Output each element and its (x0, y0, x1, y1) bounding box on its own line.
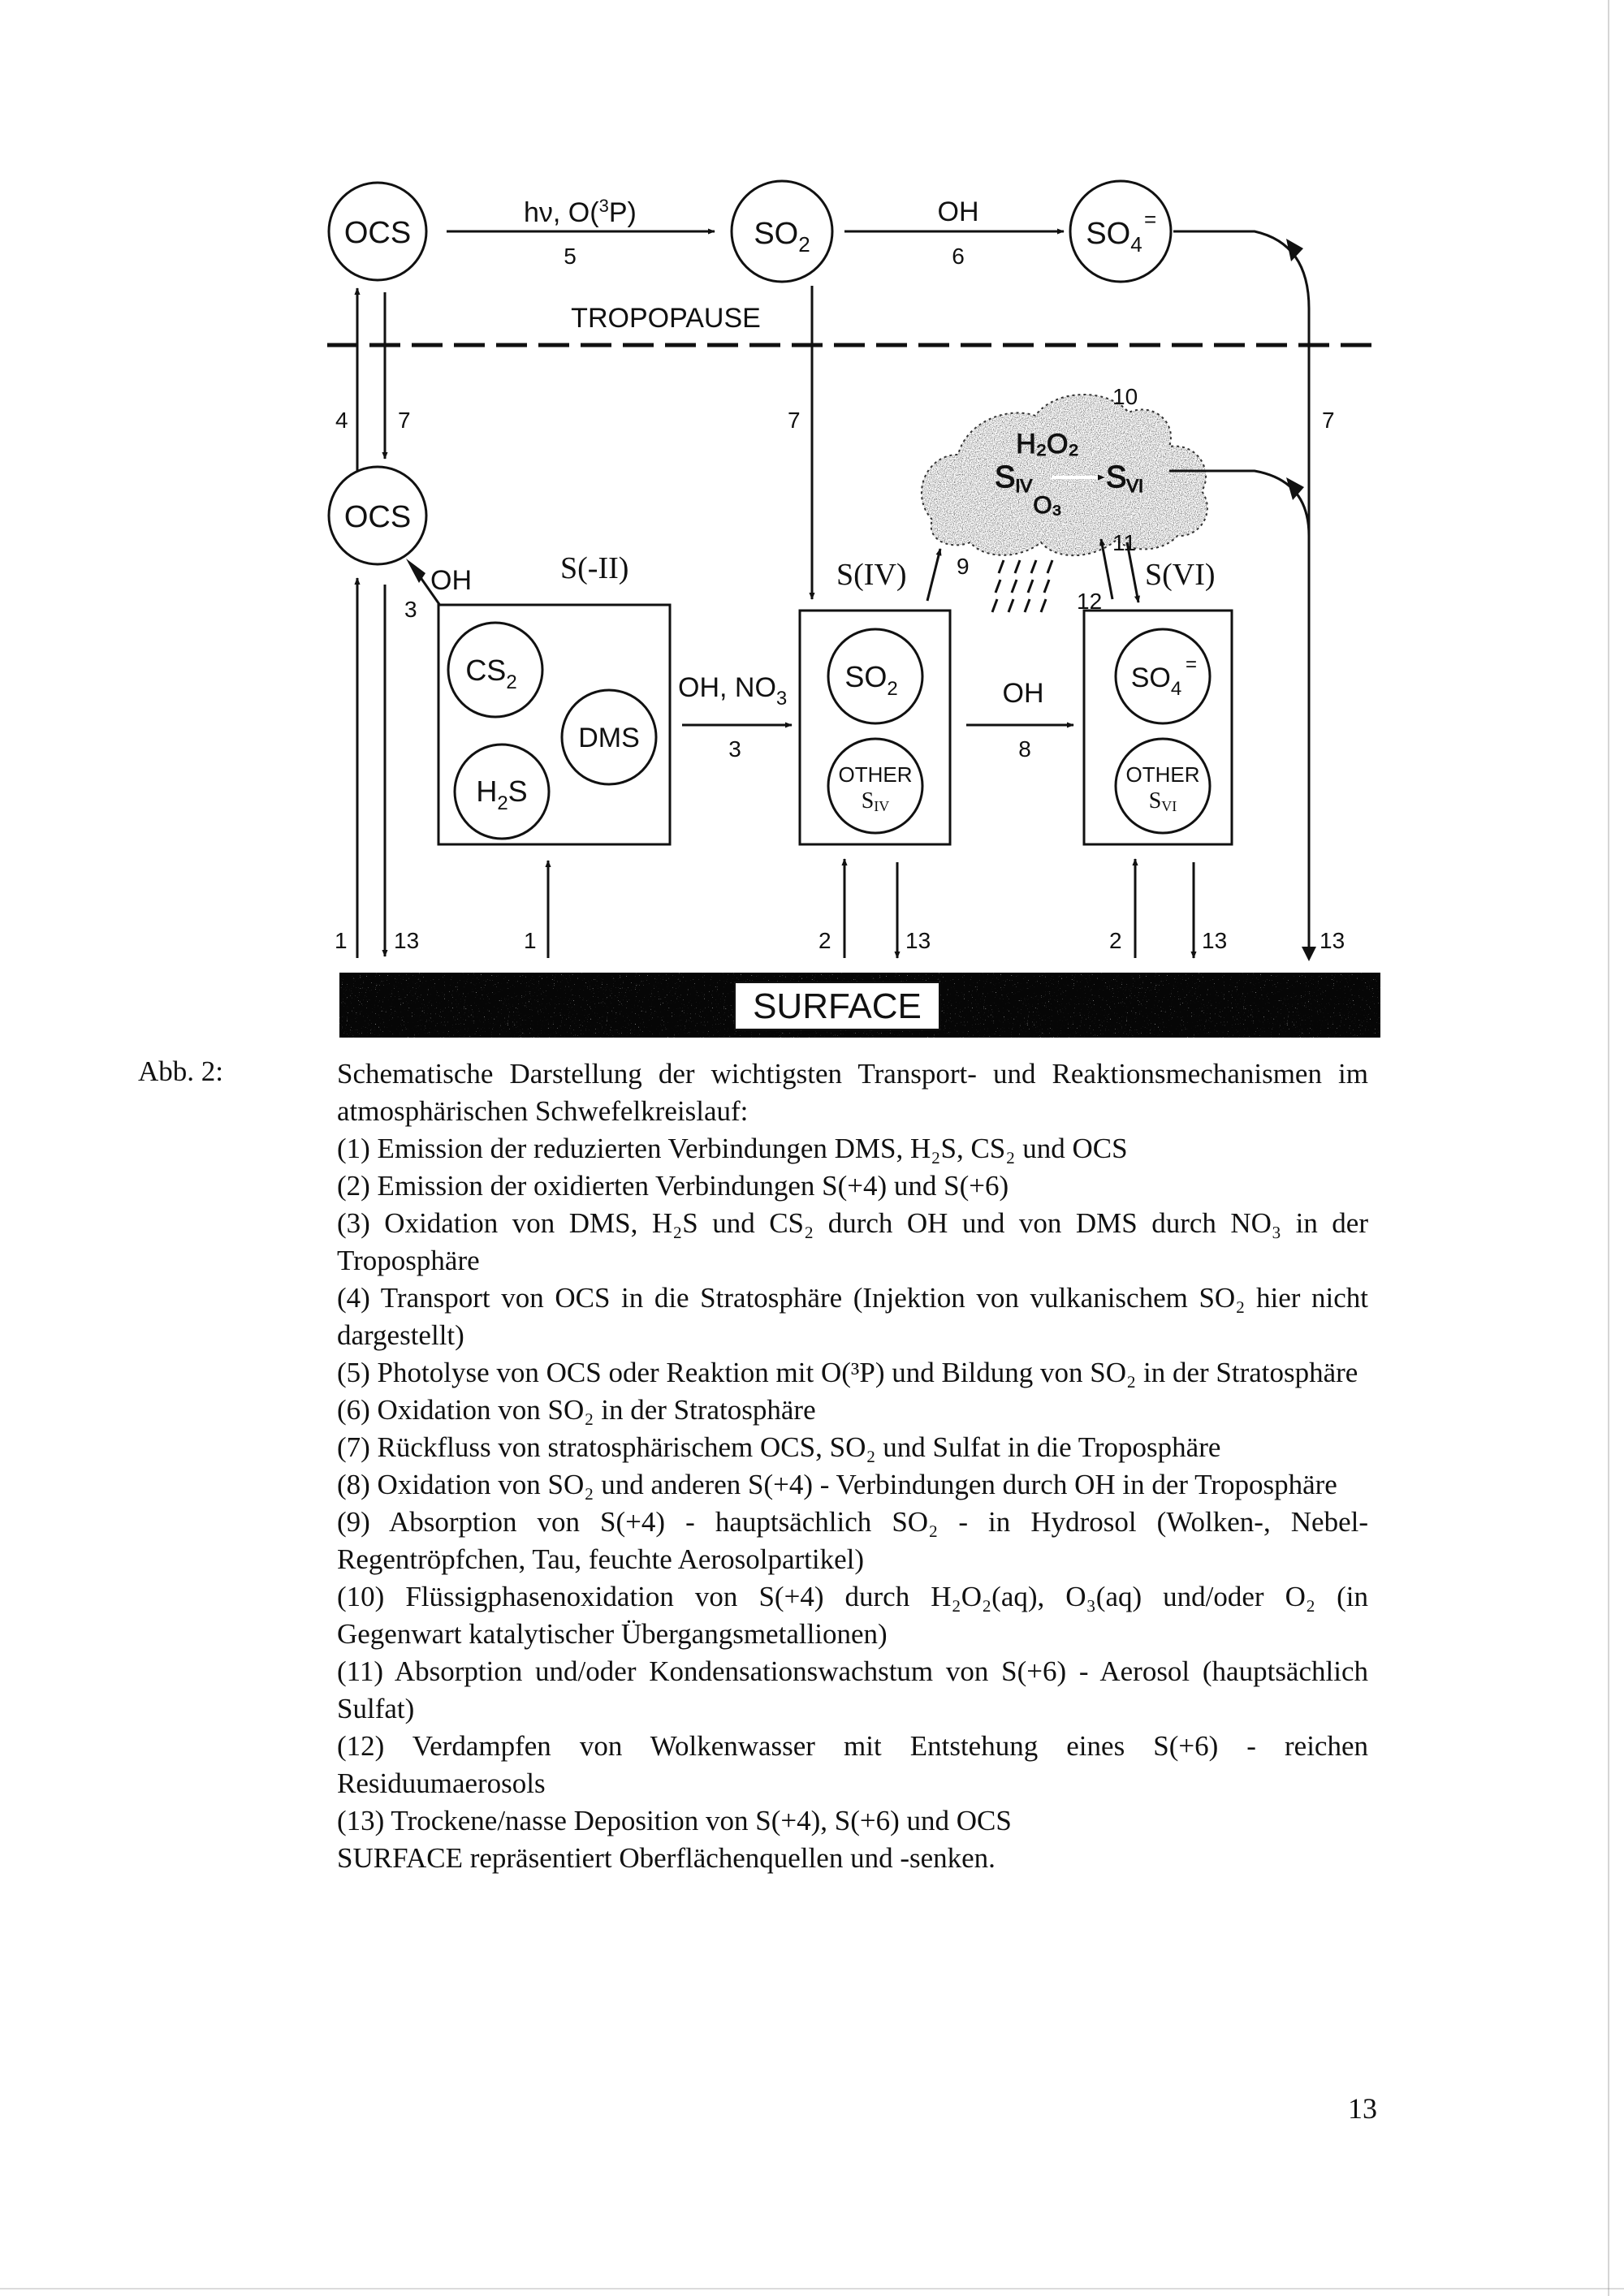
num-3a: 3 (404, 597, 417, 622)
num-8: 8 (1018, 736, 1031, 762)
arrow-12 (1125, 542, 1141, 603)
caption-item: (7) Rückfluss von stratosphärischem OCS,… (337, 1431, 1221, 1463)
caption-body: Schematische Darstellung der wichtigsten… (337, 1055, 1368, 1877)
hv-label: hν, O(3P) (524, 196, 637, 228)
h2s-label: H2S (476, 775, 527, 814)
num-13a: 13 (394, 928, 419, 953)
num-13b: 13 (905, 928, 931, 953)
so2-trop-label: SO2 (844, 660, 897, 700)
num-6: 6 (952, 244, 965, 269)
surface-label-box (734, 982, 940, 1030)
caption-item: (5) Photolyse von OCS oder Reaktion mit … (337, 1357, 1358, 1388)
ocs-trop-label: OCS (344, 500, 411, 534)
arrow-13-strat-head (1302, 947, 1316, 961)
caption-label: Abb. 2: (138, 1055, 223, 1087)
so2-strat-label: SO2 (754, 217, 810, 257)
surface-label: SURFACE (753, 986, 922, 1026)
other-svi-label: OTHER (1126, 762, 1200, 787)
other-svi-species: SVI (1149, 788, 1177, 814)
cloud-shape (921, 394, 1207, 556)
num-13d: 13 (1320, 928, 1345, 953)
dms-node (560, 688, 658, 786)
caption-item: (2) Emission der oxidierten Verbindungen… (337, 1170, 1009, 1202)
cloud: H₂O₂ SIV SVI O₃ (920, 394, 1208, 557)
group-s-iv-label: S(IV) (836, 558, 907, 592)
tropopause-label: TROPOPAUSE (571, 303, 761, 334)
num-1a: 1 (335, 928, 348, 953)
num-12: 12 (1077, 589, 1102, 614)
scan-edge-bottom (0, 2288, 1624, 2290)
caption-item: (6) Oxidation von SO₂ in der Stratosphär… (337, 1394, 816, 1426)
other-siv-node (827, 737, 924, 835)
cloud-svi-label: SVI (1106, 460, 1143, 496)
so2-strat-node (730, 179, 834, 283)
num-2b: 2 (1109, 928, 1122, 953)
group-s-vi-label: S(VI) (1145, 558, 1216, 592)
num-2a: 2 (818, 928, 831, 953)
arrow-9 (926, 548, 942, 602)
cloud-return-head (1286, 477, 1304, 500)
so2-trop-node (827, 628, 924, 725)
so4-strat-label: SO4 (1086, 217, 1142, 257)
so4-strat-node (1069, 179, 1173, 283)
caption-item: (11) Absorption und/oder Kondensationswa… (337, 1655, 1368, 1724)
rain-streaks (991, 559, 1054, 613)
so4-strat-return-head (1286, 239, 1303, 261)
num-1b: 1 (524, 928, 537, 953)
num-7b: 7 (788, 408, 801, 433)
h2s-node (453, 743, 551, 840)
oh-top-label: OH (938, 196, 979, 227)
so4-trop-label: SO4 (1131, 662, 1181, 700)
caption-item: (9) Absorption von S(+4) - hauptsächlich… (337, 1506, 1368, 1575)
caption-item: (1) Emission der reduzierten Verbindunge… (337, 1133, 1128, 1164)
num-9: 9 (957, 554, 970, 579)
cloud-outline (920, 394, 1208, 557)
arrow-11 (1099, 538, 1114, 600)
sulfur-cycle-diagram: OCS hν, O(3P) 5 SO2 OH 6 SO4 = TROPOPAUS… (327, 179, 1380, 1038)
so4-trop-node (1114, 628, 1212, 725)
other-siv-species: SIV (862, 788, 890, 814)
ocs-strat-node (327, 181, 428, 282)
cloud-h2o2-label: H₂O₂ (1016, 429, 1078, 460)
cs2-label: CS2 (465, 654, 516, 693)
num-10: 10 (1112, 384, 1138, 409)
oh-mid-label: OH (1003, 678, 1044, 709)
num-3b: 3 (728, 736, 741, 762)
caption-item: (8) Oxidation von SO₂ und anderen S(+4) … (337, 1469, 1337, 1500)
scan-edge-right (1608, 0, 1609, 2296)
num-5: 5 (564, 244, 577, 269)
caption-item: (10) Flüssigphasenoxidation von S(+4) du… (337, 1581, 1368, 1650)
num-7c: 7 (1322, 408, 1335, 433)
other-svi-node (1114, 737, 1212, 835)
ocs-strat-label: OCS (344, 216, 411, 250)
caption-item: (3) Oxidation von DMS, H₂S und CS₂ durch… (337, 1207, 1368, 1276)
caption-intro: Schematische Darstellung der wichtigsten… (337, 1058, 1368, 1127)
oh-no3-label: OH, NO3 (678, 672, 787, 710)
group-s-minus-ii-label: S(-II) (560, 551, 628, 585)
cloud-siv-label: SIV (995, 460, 1032, 496)
so4-strat-return-line (1173, 230, 1311, 956)
cs2-node (447, 621, 544, 719)
ocs-trop-node (327, 465, 428, 566)
caption-item: (12) Verdampfen von Wolkenwasser mit Ent… (337, 1730, 1368, 1799)
num-13c: 13 (1202, 928, 1227, 953)
so4-trop-charge: = (1186, 654, 1197, 675)
oh-left-label: OH (430, 565, 472, 596)
num-4: 4 (335, 408, 348, 433)
other-siv-label: OTHER (839, 762, 913, 787)
caption-item: (13) Trockene/nasse Deposition von S(+4)… (337, 1805, 1012, 1836)
cloud-o3-label: O₃ (1033, 492, 1062, 519)
num-7a: 7 (398, 408, 411, 433)
oh-reaction-head (406, 559, 425, 583)
num-11: 11 (1112, 530, 1136, 555)
caption-item: (4) Transport von OCS in die Stratosphär… (337, 1282, 1368, 1351)
so4-strat-charge: = (1144, 207, 1156, 231)
dms-label: DMS (578, 723, 640, 753)
page-number: 13 (1348, 2092, 1377, 2125)
caption-item: SURFACE repräsentiert Oberflächenquellen… (337, 1842, 996, 1874)
